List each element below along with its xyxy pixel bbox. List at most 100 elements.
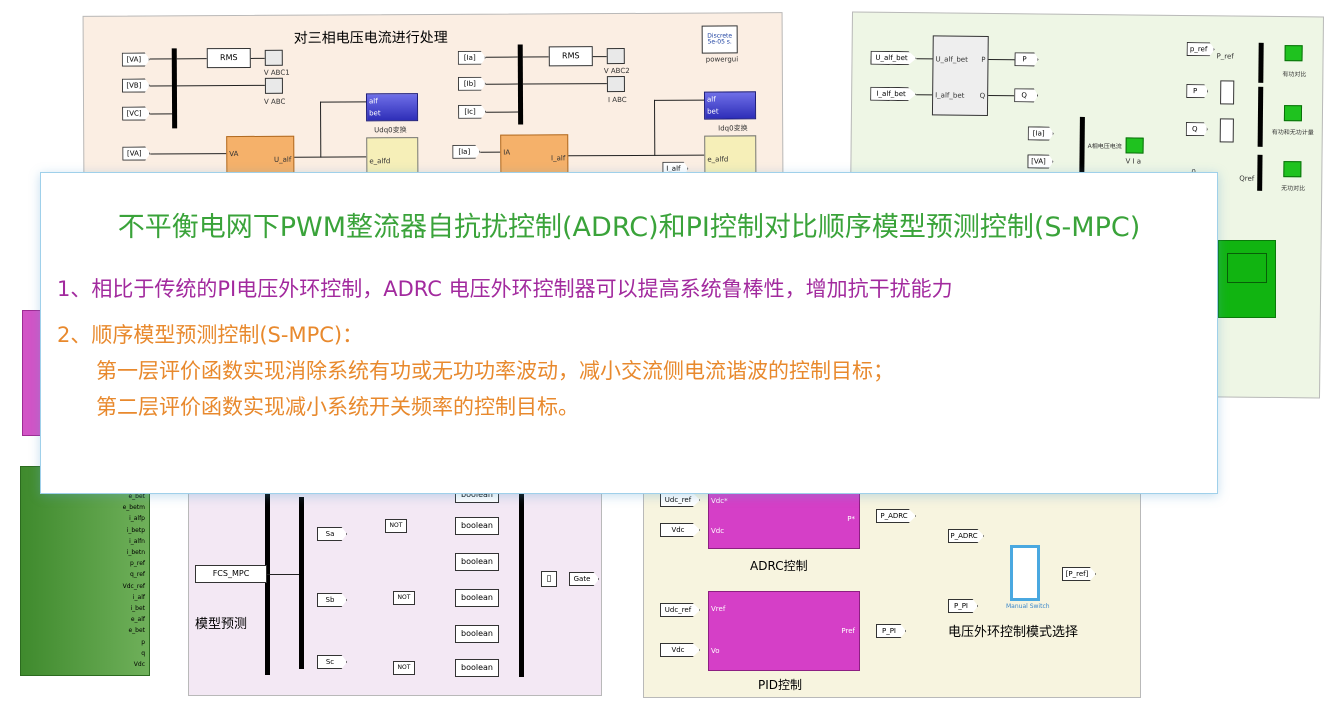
port-va: VA: [229, 150, 239, 159]
tag-sb[interactable]: Sb: [317, 593, 347, 607]
powergui-block[interactable]: Discrete 5e-05 s.: [701, 25, 738, 54]
port-vref: Vref: [711, 605, 726, 613]
tag-ia[interactable]: [Ia]: [458, 51, 486, 65]
udq-label: Udq0变换: [374, 126, 407, 135]
scope-screen: [1227, 253, 1267, 283]
scope-icon[interactable]: [264, 49, 283, 66]
wire: [294, 156, 367, 158]
tag-p-in[interactable]: P: [1186, 84, 1208, 98]
gain-block[interactable]: [1219, 118, 1234, 143]
udq-transform-block[interactable]: alf bet: [365, 93, 419, 122]
adrc-block[interactable]: Vdc* Vdc P*: [708, 491, 860, 549]
scope-icon[interactable]: [264, 77, 283, 94]
tag-sa[interactable]: Sa: [317, 527, 347, 541]
port-p: P: [981, 55, 986, 64]
tag-ia-tr[interactable]: [Ia]: [1028, 126, 1054, 140]
tag-p-pi[interactable]: P_PI: [876, 624, 906, 638]
scope-icon[interactable]: [606, 47, 625, 65]
idq-transform-block[interactable]: alf bet: [703, 91, 757, 120]
voltage-control-panel: Udc_ref Vdc Vdc* Vdc P* P_ADRC ADRC控制 Ud…: [643, 470, 1141, 698]
not-block[interactable]: NOT: [385, 519, 407, 533]
tag-va[interactable]: [VA]: [122, 52, 150, 66]
tag-udc-ref[interactable]: Udc_ref: [660, 493, 700, 507]
tag-gate[interactable]: Gate: [569, 572, 599, 586]
pid-block[interactable]: Vref Vo Pref: [708, 591, 860, 671]
fcs-mpc-block[interactable]: FCS_MPC: [195, 565, 267, 583]
tag-q-in[interactable]: Q: [1186, 122, 1208, 136]
wire: [150, 153, 227, 155]
power-calc-block[interactable]: U_alf_bet I_alf_bet P Q: [931, 35, 989, 116]
boolean-block[interactable]: boolean: [455, 625, 499, 643]
idq-label: Idq0变换: [718, 124, 748, 133]
tag-p-ref[interactable]: p_ref: [1187, 42, 1215, 56]
scope-icon[interactable]: [1283, 105, 1303, 122]
scope-icon[interactable]: [1125, 137, 1144, 154]
rms-block[interactable]: RMS: [206, 47, 251, 69]
signal-port-label: i_alfp: [129, 515, 145, 523]
mux-bar[interactable]: [519, 491, 524, 677]
tag-va-tr[interactable]: [VA]: [1027, 154, 1053, 168]
tag-udc-ref-2[interactable]: Udc_ref: [660, 603, 700, 617]
tag-ia-2[interactable]: [Ia]: [452, 145, 480, 159]
signal-port-label: i_bet: [130, 605, 145, 613]
mpc-label: 模型预测: [195, 617, 248, 632]
adrc-label: ADRC控制: [750, 559, 808, 573]
scope-icon[interactable]: [1284, 45, 1303, 62]
wire: [149, 58, 172, 60]
demux-bar[interactable]: [299, 497, 304, 669]
tag-sc[interactable]: Sc: [317, 655, 347, 669]
not-block[interactable]: NOT: [393, 591, 415, 605]
wire: [320, 101, 367, 103]
tag-i-alf-bet[interactable]: I_alf_bet: [870, 87, 916, 101]
mode-select-label: 电压外环控制模式选择: [948, 625, 1079, 640]
mux-bar[interactable]: [1079, 116, 1085, 173]
tag-ic[interactable]: [Ic]: [458, 105, 486, 119]
port-i: I_alf_bet: [935, 91, 965, 100]
switch-label: Manual Switch: [1006, 603, 1050, 610]
rms-block-2[interactable]: RMS: [548, 46, 593, 67]
mux-bar[interactable]: [171, 48, 178, 129]
mux-bar[interactable]: [1258, 42, 1264, 83]
tag-ib[interactable]: [Ib]: [458, 77, 486, 91]
port-ia: IA: [503, 148, 511, 157]
boolean-block[interactable]: boolean: [455, 517, 499, 535]
tag-vc[interactable]: [VC]: [122, 106, 150, 120]
mux-bar[interactable]: [265, 491, 270, 675]
tag-vdc[interactable]: Vdc: [660, 523, 700, 537]
port-e-alfd: e_alfd: [369, 157, 391, 166]
wire: [916, 94, 933, 96]
tag-sw-in2[interactable]: P_PI: [948, 599, 978, 613]
signal-port-label: Vdc: [133, 661, 145, 669]
point-2-line-1: 第一层评价函数实现消除系统有功或无功功率波动，减小交流侧电流谐波的控制目标；: [96, 359, 894, 383]
scope-icon[interactable]: [606, 75, 625, 93]
wire: [654, 99, 656, 156]
manual-switch[interactable]: [1010, 545, 1040, 601]
tag-p-out[interactable]: P: [1014, 52, 1038, 66]
signal-port-label: i_alfn: [129, 537, 145, 545]
not-block[interactable]: NOT: [393, 661, 415, 675]
tag-p-adrc[interactable]: P_ADRC: [876, 509, 916, 523]
scope-label: V ABC2: [603, 66, 630, 76]
tag-q-out[interactable]: Q: [1014, 88, 1038, 102]
wire: [176, 84, 265, 87]
tag-p-ref-out[interactable]: [P_ref]: [1062, 567, 1096, 581]
boolean-block[interactable]: boolean: [455, 553, 499, 571]
boolean-block[interactable]: boolean: [455, 589, 499, 607]
rate-transition-block[interactable]: ▯: [541, 571, 557, 587]
signal-port-label: p_ref: [130, 560, 145, 568]
signal-port-label: p: [141, 638, 145, 646]
port-alf: alf: [368, 97, 378, 106]
tag-vdc-2[interactable]: Vdc: [660, 643, 700, 657]
boolean-block[interactable]: boolean: [455, 659, 499, 677]
tag-sw-in1[interactable]: P_ADRC: [948, 529, 984, 543]
mux-bar[interactable]: [1257, 86, 1264, 147]
tag-vb[interactable]: [VB]: [122, 78, 150, 92]
mux-bar[interactable]: [1257, 154, 1263, 191]
signal-port-label: e_betm: [122, 504, 145, 512]
gain-block[interactable]: [1220, 80, 1235, 105]
tag-u-alf-bet[interactable]: U_alf_bet: [870, 51, 916, 65]
tag-va-2[interactable]: [VA]: [122, 146, 150, 160]
scope-icon[interactable]: [1283, 161, 1302, 178]
